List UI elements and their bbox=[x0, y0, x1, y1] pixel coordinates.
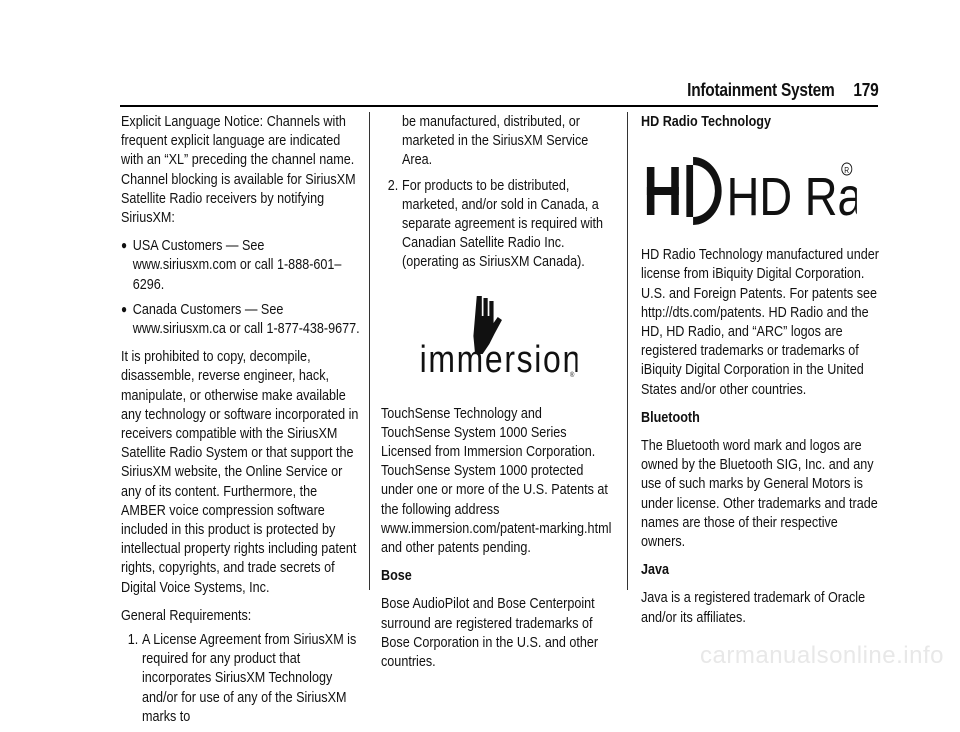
page-number: 179 bbox=[852, 80, 878, 100]
bullet-usa-text: USA Customers — See www.siriusxm.com or … bbox=[132, 237, 342, 293]
hd-radio-paragraph: HD Radio Technology manufactured under l… bbox=[641, 246, 879, 398]
header-rule bbox=[120, 105, 878, 107]
bullet-usa: ● USA Customers — See www.siriusxm.com o… bbox=[121, 236, 361, 294]
bullet-icon: ● bbox=[121, 238, 128, 253]
column-2: be manufactured, distributed, or markete… bbox=[381, 112, 613, 680]
bluetooth-heading: Bluetooth bbox=[641, 408, 700, 426]
java-heading: Java bbox=[641, 561, 670, 579]
page-header: Infotainment System 179 bbox=[686, 80, 879, 101]
bullet-canada: ● Canada Customers — See www.siriusxm.ca… bbox=[121, 300, 361, 338]
requirement-item-2: 2. For products to be distributed, marke… bbox=[381, 176, 613, 272]
svg-text:HD Radio: HD Radio bbox=[727, 166, 857, 227]
column-3: HD Radio Technology HD Radio R HD Radio … bbox=[641, 112, 881, 636]
bluetooth-paragraph: The Bluetooth word mark and logos are ow… bbox=[641, 437, 878, 551]
svg-text:®: ® bbox=[570, 370, 575, 379]
bullet-icon: ● bbox=[121, 301, 128, 316]
hd-radio-heading: HD Radio Technology bbox=[641, 113, 771, 130]
general-requirements: General Requirements: bbox=[121, 606, 252, 624]
immersion-logo: immersion ® bbox=[420, 295, 578, 380]
requirement-item-1-continued: be manufactured, distributed, or markete… bbox=[381, 112, 613, 170]
bose-paragraph: Bose AudioPilot and Bose Centerpoint sur… bbox=[381, 595, 599, 671]
section-title: Infotainment System bbox=[686, 80, 835, 100]
bose-heading: Bose bbox=[381, 567, 412, 585]
hd-radio-logo: HD Radio R bbox=[646, 157, 857, 227]
bullet-canada-text: Canada Customers — See www.siriusxm.ca o… bbox=[132, 300, 360, 338]
touchsense-paragraph: TouchSense Technology and TouchSense Sys… bbox=[381, 404, 612, 557]
svg-text:immersion: immersion bbox=[420, 338, 578, 380]
column-divider bbox=[369, 112, 370, 590]
item-number: 1. bbox=[127, 631, 139, 649]
item-text: A License Agreement from SiriusXM is req… bbox=[142, 631, 357, 725]
item-text: For products to be distributed, marketed… bbox=[402, 176, 604, 271]
item-text: be manufactured, distributed, or markete… bbox=[402, 113, 589, 169]
requirement-item-1: 1. A License Agreement from SiriusXM is … bbox=[121, 630, 361, 726]
column-1: Explicit Language Notice: Channels with … bbox=[121, 112, 361, 732]
item-number: 2. bbox=[387, 176, 399, 194]
explicit-language-notice: Explicit Language Notice: Channels with … bbox=[121, 113, 356, 227]
watermark: carmanualsonline.info bbox=[700, 642, 944, 669]
column-divider bbox=[627, 112, 628, 590]
svg-text:R: R bbox=[844, 166, 849, 176]
java-paragraph: Java is a registered trademark of Oracle… bbox=[641, 589, 866, 626]
prohibited-paragraph: It is prohibited to copy, decompile, dis… bbox=[121, 348, 359, 596]
